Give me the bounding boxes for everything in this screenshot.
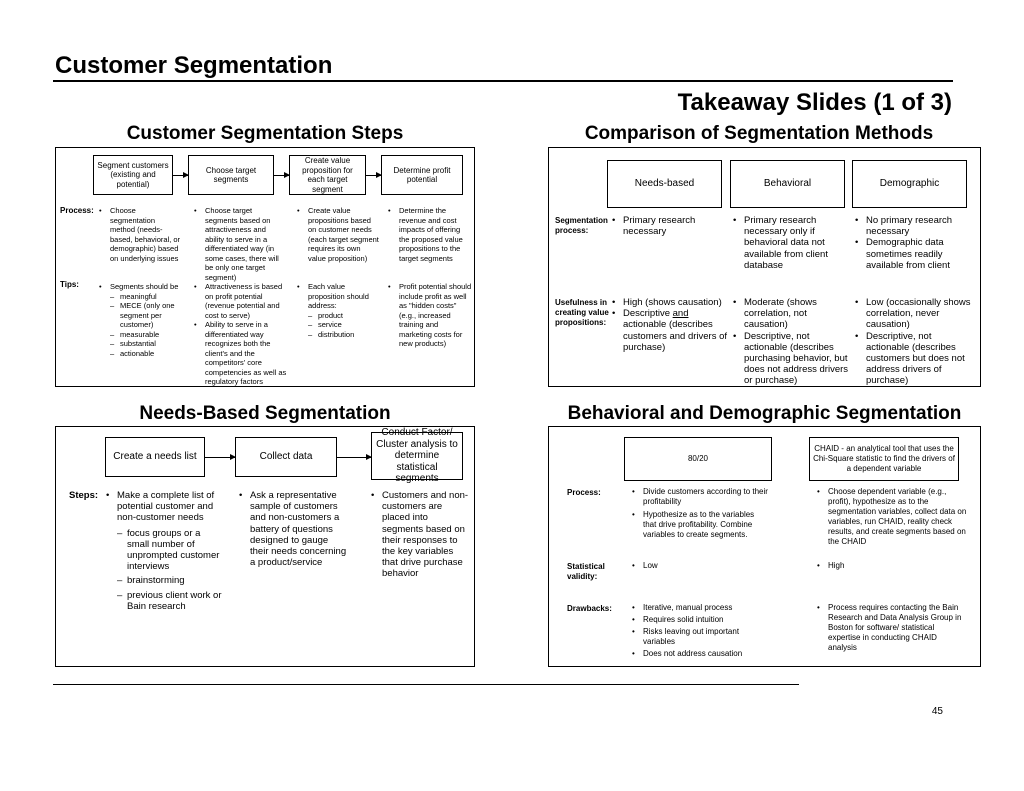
tips-label: Tips: (60, 280, 79, 289)
demographic-process-list: •No primary research necessary •Demograp… (855, 215, 953, 271)
needs-process-item: •Primary research necessary (612, 215, 696, 238)
footer-rule (53, 684, 799, 685)
step-arrow (366, 172, 382, 178)
row-label-segmentation-process: Segmentation process: (555, 216, 608, 235)
demographic-usefulness-list: •Low (occasionally shows correlation, ne… (855, 297, 971, 387)
needs-box-factor: Conduct Factor/ Cluster analysis to dete… (371, 427, 463, 484)
behavioral-demographic-heading: Behavioral and Demographic Segmentation (567, 403, 962, 424)
left-process-list: •Divide customers according to their pro… (632, 487, 768, 539)
process-item: •Create value propositions based on cust… (297, 206, 379, 263)
page-title: Customer Segmentation (55, 52, 333, 79)
needs-usefulness-list: •High (shows causation) •Descriptive and… (612, 297, 728, 353)
needs-based-heading: Needs-Based Segmentation (139, 403, 391, 424)
process-item: •Choose target segments based on attract… (194, 206, 279, 282)
left-validity-item: •Low (632, 561, 658, 570)
needs-step-item: •Make a complete list of potential custo… (106, 490, 224, 612)
box-80-20: 80/20 (624, 437, 772, 481)
column-header-behavioral: Behavioral (730, 160, 845, 208)
needs-step-item: •Ask a representative sample of customer… (239, 490, 347, 569)
step-box-choose: Choose target segments (188, 155, 274, 195)
steps-heading: Customer Segmentation Steps (126, 123, 404, 144)
needs-step-item: •Customers and non-customers are placed … (371, 490, 469, 580)
right-drawbacks-item: •Process requires contacting the Bain Re… (817, 603, 962, 652)
needs-box-list: Create a needs list (105, 437, 205, 477)
column-header-demographic: Demographic (852, 160, 967, 208)
steps-label: Steps: (69, 490, 99, 501)
comparison-heading: Comparison of Segmentation Methods (584, 123, 934, 144)
process-item: •Determine the revenue and cost impacts … (388, 206, 463, 263)
page-subtitle: Takeaway Slides (1 of 3) (677, 89, 952, 116)
step-arrow (274, 172, 290, 178)
process-item: •Choose segmentation method (needs-based… (99, 206, 181, 263)
tips-item: •Profit potential should include profit … (388, 282, 472, 348)
step-box-value: Create value proposition for each target… (289, 155, 366, 195)
tips-column: •Attractiveness is based on profit poten… (194, 282, 287, 386)
needs-based-panel: Create a needs list Collect data Conduct… (55, 426, 475, 667)
tips-item: •Segments should be meaningful MECE (onl… (99, 282, 189, 358)
needs-arrow (337, 454, 372, 460)
tips-item: •Each value proposition should address: … (297, 282, 382, 339)
comparison-panel: Needs-based Behavioral Demographic Segme… (548, 147, 981, 387)
label-process: Process: (567, 488, 601, 497)
needs-box-collect: Collect data (235, 437, 337, 477)
behavioral-process-item: •Primary research necessary only if beha… (733, 215, 828, 271)
box-chaid: CHAID - an analytical tool that uses the… (809, 437, 959, 481)
label-drawbacks: Drawbacks: (567, 604, 612, 613)
behavioral-usefulness-list: •Moderate (shows correlation, not causat… (733, 297, 849, 387)
needs-arrow (205, 454, 236, 460)
column-header-needs: Needs-based (607, 160, 722, 208)
title-underline (53, 80, 953, 82)
process-label: Process: (60, 206, 94, 215)
label-statistical-validity: Statistical validity: (567, 562, 605, 581)
right-validity-item: •High (817, 561, 845, 570)
page-number: 45 (931, 706, 943, 717)
behavioral-demographic-panel: 80/20 CHAID - an analytical tool that us… (548, 426, 981, 667)
steps-panel: Segment customers (existing and potentia… (55, 147, 475, 387)
right-process-item: •Choose dependent variable (e.g., profit… (817, 487, 967, 546)
left-drawbacks-list: •Iterative, manual process •Requires sol… (632, 603, 743, 658)
row-label-usefulness: Usefulness in creating value proposition… (555, 298, 609, 327)
step-box-segment: Segment customers (existing and potentia… (93, 155, 173, 195)
step-box-profit: Determine profit potential (381, 155, 463, 195)
step-arrow (173, 172, 189, 178)
